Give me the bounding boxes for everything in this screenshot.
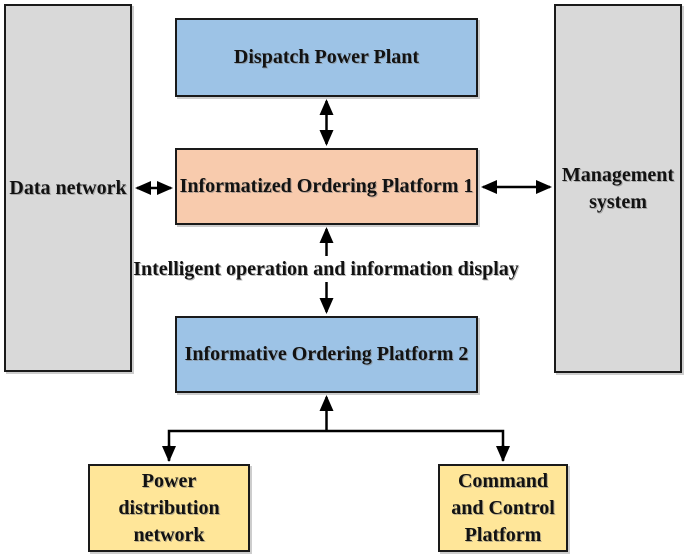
- node-command-control-platform: Command and Control Platform: [438, 464, 568, 552]
- node-data-network: Data network: [4, 4, 132, 372]
- node-informatized-ordering-platform-1: Informatized Ordering Platform 1: [175, 148, 478, 225]
- node-management-system: Management system: [554, 4, 682, 373]
- arrow-fork-platform2: [162, 395, 510, 462]
- node-power-distribution-network: Power distribution network: [88, 464, 250, 552]
- node-dispatch-power-plant: Dispatch Power Plant: [175, 18, 478, 97]
- annotation-intelligent-operation: Intelligent operation and information di…: [133, 258, 519, 280]
- node-informative-ordering-platform-2: Informative Ordering Platform 2: [175, 316, 478, 393]
